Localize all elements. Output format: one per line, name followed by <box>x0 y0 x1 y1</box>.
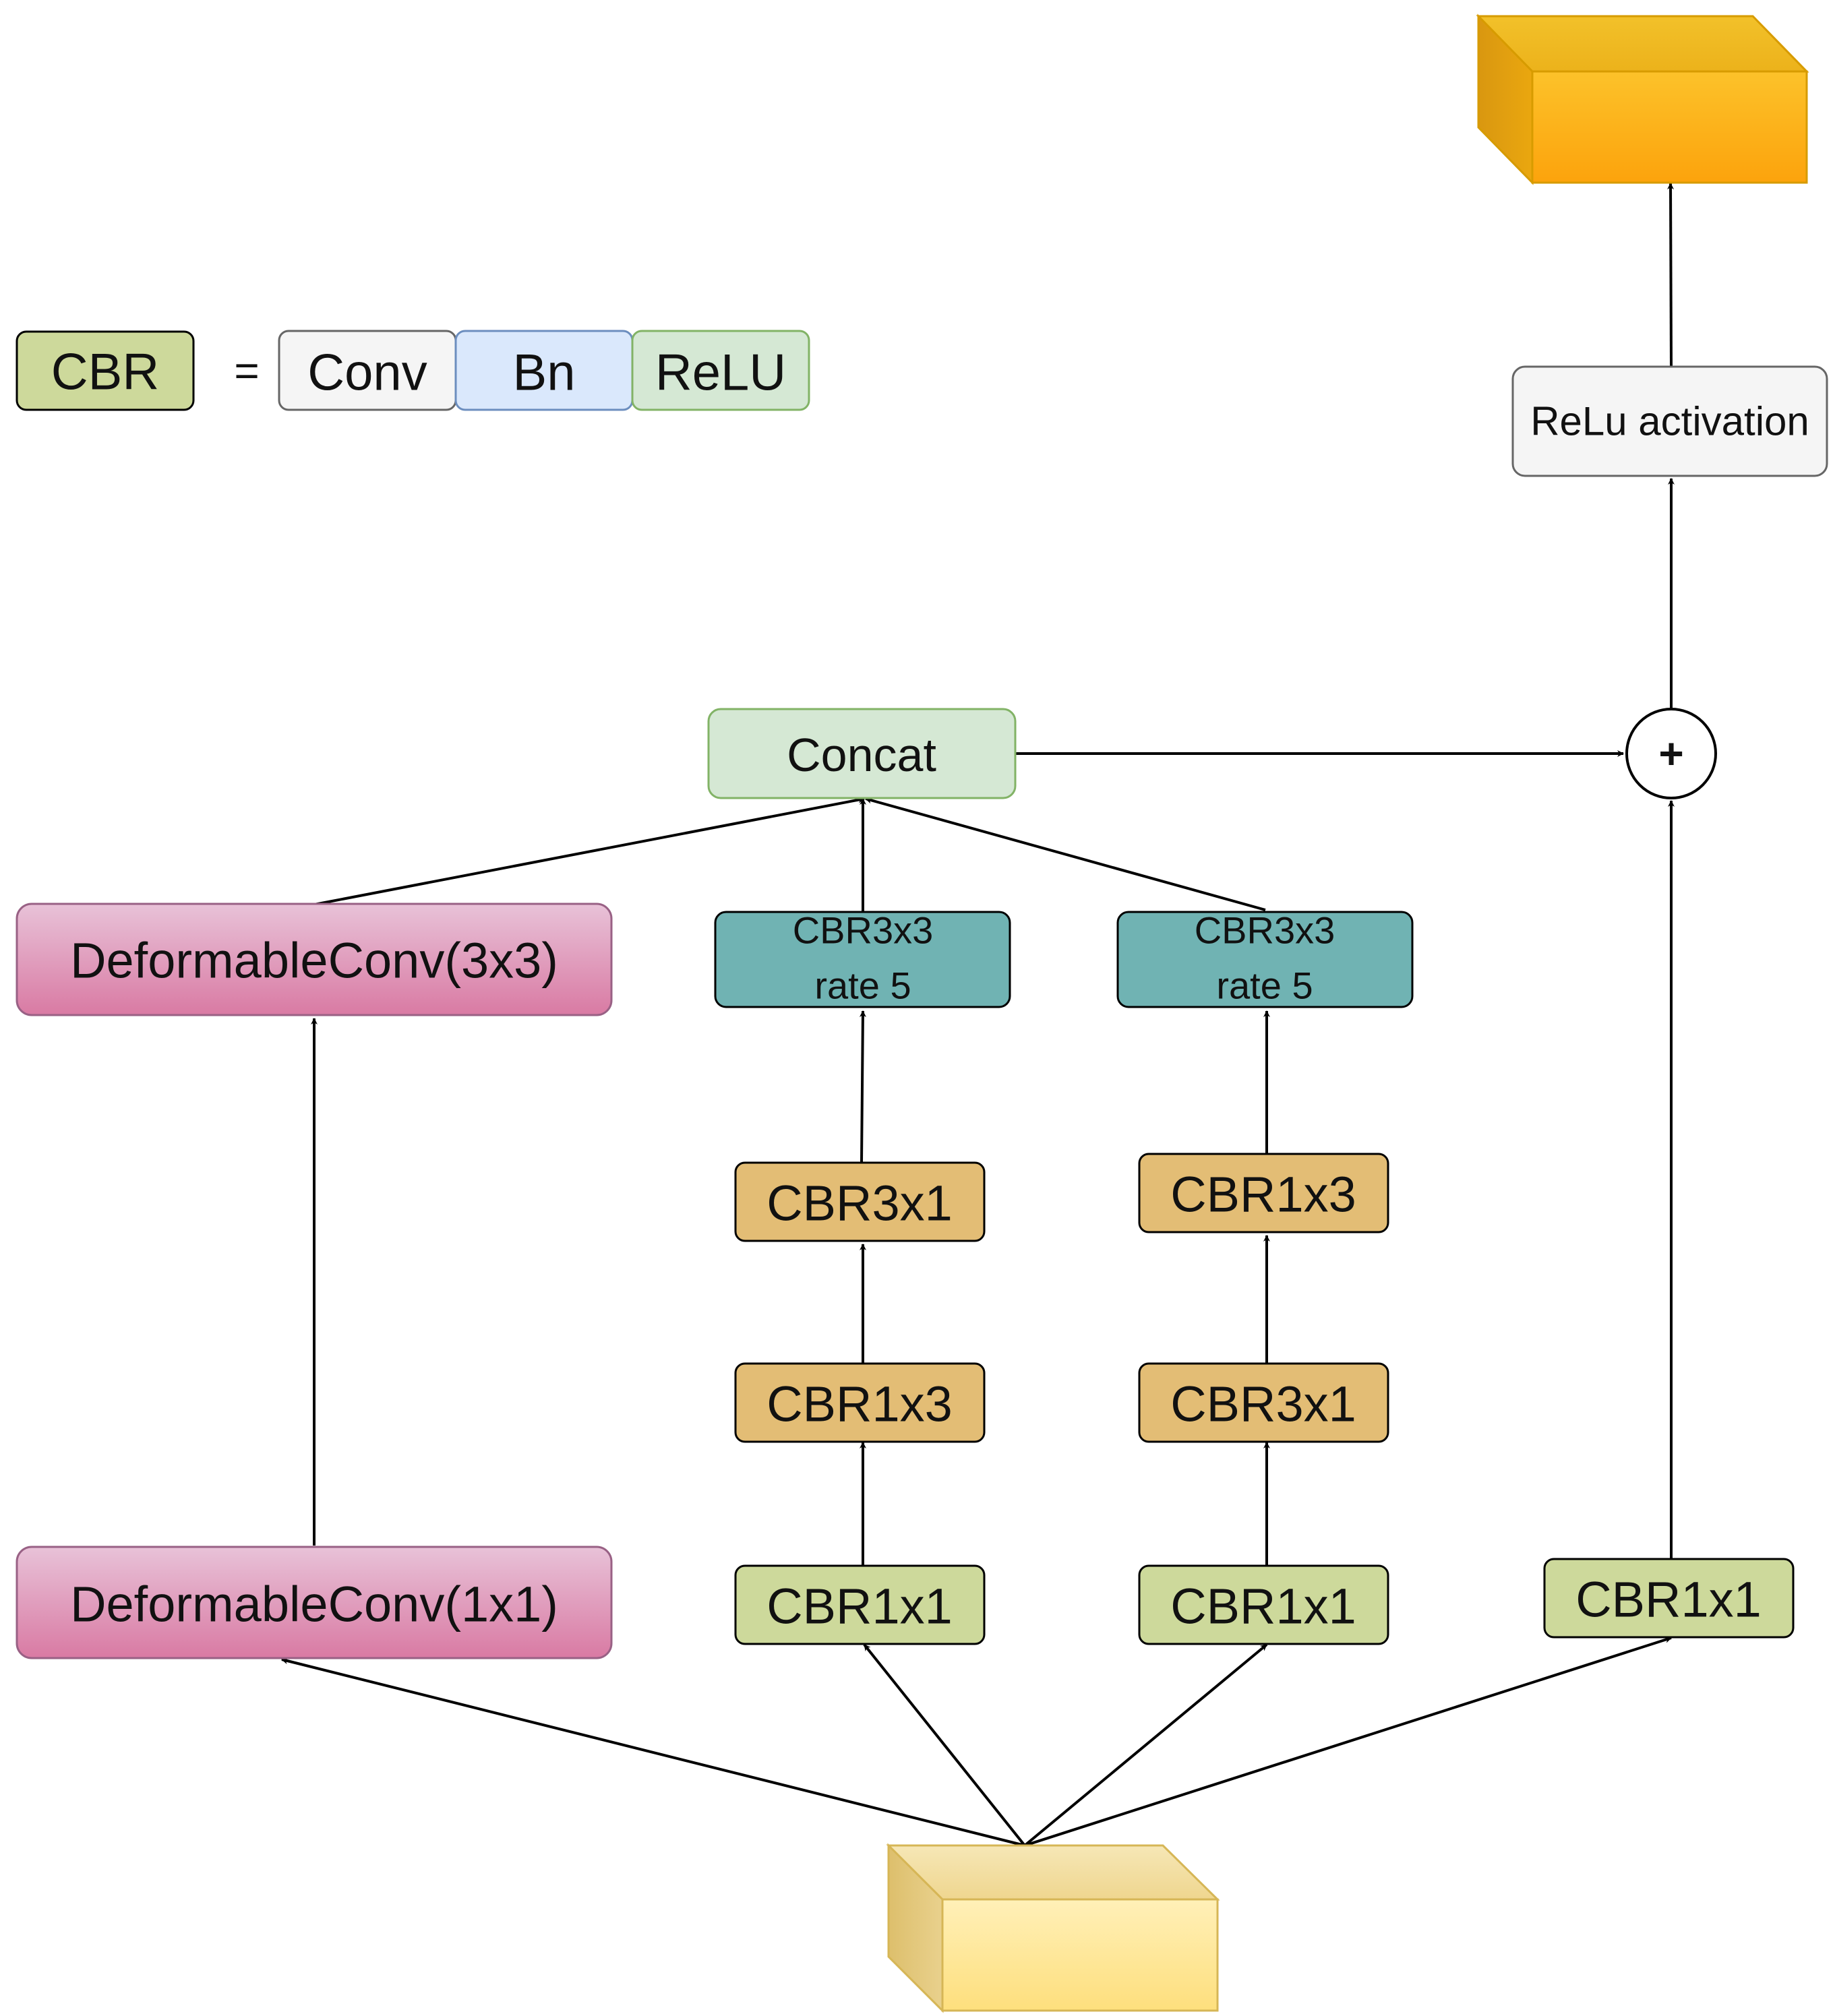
branch3-cbr1x1-node: CBR1x1 <box>1138 1564 1389 1645</box>
legend-bn-label: Bn <box>513 344 576 402</box>
input-cube-front <box>941 1898 1219 2012</box>
branch3-cbr1x1-label: CBR1x1 <box>1170 1579 1356 1635</box>
shortcut-cbr1x1-node: CBR1x1 <box>1543 1558 1795 1639</box>
branch2-dilated-line1: CBR3x3 <box>793 909 934 952</box>
legend-relu-box: ReLU <box>631 330 810 411</box>
output-feature-cube <box>1476 13 1809 185</box>
branch2-cbr1x3-node: CBR1x3 <box>734 1362 986 1443</box>
branch3-dilated-line2: rate 5 <box>1216 965 1313 1007</box>
output-cube-front <box>1531 70 1808 184</box>
concat-node: Concat <box>707 708 1017 799</box>
concat-label: Concat <box>787 729 936 781</box>
legend-conv-label: Conv <box>307 344 427 402</box>
input-cube-top <box>886 1844 1220 1901</box>
deformable-conv-1x1-node: DeformableConv(1x1) <box>16 1546 613 1659</box>
branch2-cbr3x1-label: CBR3x1 <box>767 1175 953 1231</box>
branch2-dilated-cbr3x3-node: CBR3x3 rate 5 <box>714 909 1011 1008</box>
elementwise-add-node: + <box>1625 708 1717 799</box>
legend-cbr-label: CBR <box>51 344 159 401</box>
branch3-cbr3x1-label: CBR3x1 <box>1170 1376 1356 1432</box>
legend-equals-sign: = <box>234 346 259 395</box>
branch2-dilated-line2: rate 5 <box>814 965 911 1007</box>
legend-cbr-box: CBR <box>16 330 195 411</box>
branch2-cbr1x1-label: CBR1x1 <box>767 1579 953 1635</box>
branch3-cbr1x3-node: CBR1x3 <box>1138 1153 1389 1233</box>
plus-sign: + <box>1658 729 1683 778</box>
branch3-dilated-line1: CBR3x3 <box>1195 909 1335 952</box>
branch3-cbr1x3-label: CBR1x3 <box>1170 1167 1356 1223</box>
deformable-conv-3x3-label: DeformableConv(3x3) <box>70 933 558 989</box>
shortcut-cbr1x1-label: CBR1x1 <box>1575 1572 1762 1628</box>
arrow-input-to-deform1x1 <box>281 1657 1025 1847</box>
branch2-cbr1x1-node: CBR1x1 <box>734 1564 986 1645</box>
arrow-input-to-shortcut <box>1024 1636 1672 1847</box>
arrow-input-to-branch3 <box>1023 1643 1268 1847</box>
relu-activation-node: ReLu activation <box>1511 365 1828 477</box>
deformable-conv-3x3-node: DeformableConv(3x3) <box>16 903 613 1016</box>
legend-bn-box: Bn <box>454 330 634 411</box>
deformable-conv-1x1-label: DeformableConv(1x1) <box>70 1577 558 1632</box>
arrow-deform3x3-to-concat <box>313 796 865 906</box>
branch3-dilated-cbr3x3-node: CBR3x3 rate 5 <box>1116 909 1414 1008</box>
legend-conv-box: Conv <box>278 330 457 411</box>
input-feature-cube <box>886 1843 1220 2013</box>
relu-activation-label: ReLu activation <box>1530 399 1809 444</box>
branch2-cbr3x1-node: CBR3x1 <box>734 1161 986 1242</box>
legend: CBR = Conv Bn ReLU <box>16 330 810 411</box>
connectors <box>281 183 1675 1847</box>
output-cube-top <box>1476 15 1809 73</box>
branch2-cbr1x3-label: CBR1x3 <box>767 1376 953 1432</box>
arrow-input-to-branch2 <box>863 1643 1026 1847</box>
arrow-b2-3x1-to-dilated <box>859 1010 866 1163</box>
legend-relu-label: ReLU <box>655 344 786 402</box>
arrow-b3-dilated-to-concat <box>865 797 1266 911</box>
branch3-cbr3x1-node: CBR3x1 <box>1138 1362 1389 1443</box>
